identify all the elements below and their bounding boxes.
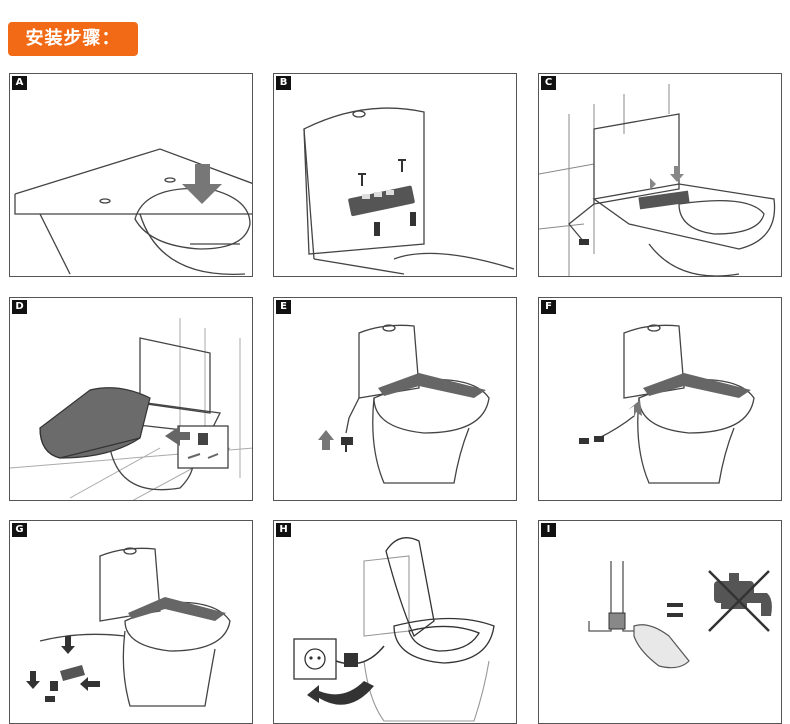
mounting-bracket-bolts-illustration: [303, 107, 515, 275]
bracket-on-toilet-illustration: [539, 84, 776, 276]
down-arrow-icon: [182, 164, 222, 204]
step-label: A: [12, 76, 27, 90]
step-panel-i: I: [538, 520, 782, 724]
step-panel-h: H: [273, 520, 517, 724]
step-label: D: [12, 300, 27, 314]
step-panel-b: B: [273, 73, 517, 277]
step-panel-d: D: [9, 297, 253, 501]
left-arrow-icon: [80, 677, 100, 691]
t-valve-assembly-illustration: [26, 547, 231, 707]
down-arrow-icon: [61, 636, 75, 654]
step-label: B: [276, 76, 291, 90]
step-label: G: [12, 523, 27, 537]
step-panel-c: C: [538, 73, 782, 277]
page-title: 安装步骤：: [8, 22, 138, 56]
step-label: H: [276, 523, 291, 537]
step-panel-g: G: [9, 520, 253, 724]
open-water-valve-illustration: [588, 561, 772, 669]
slide-seat-on-illustration: [10, 318, 252, 500]
curved-arrow-icon: [307, 681, 374, 705]
power-plug-connect-illustration: [293, 537, 495, 722]
down-arrow-icon: [26, 671, 40, 689]
step-label: E: [276, 300, 291, 314]
toilet-bowl-holes-arrow-illustration: [14, 148, 252, 275]
step-panel-e: E: [273, 297, 517, 501]
water-hose-unplug-illustration: [318, 324, 490, 484]
step-panel-a: A: [9, 73, 253, 277]
step-panel-f: F: [538, 297, 782, 501]
hose-connect-illustration: [579, 324, 755, 484]
step-label: C: [541, 76, 556, 90]
step-label: I: [541, 523, 556, 537]
step-label: F: [541, 300, 556, 314]
